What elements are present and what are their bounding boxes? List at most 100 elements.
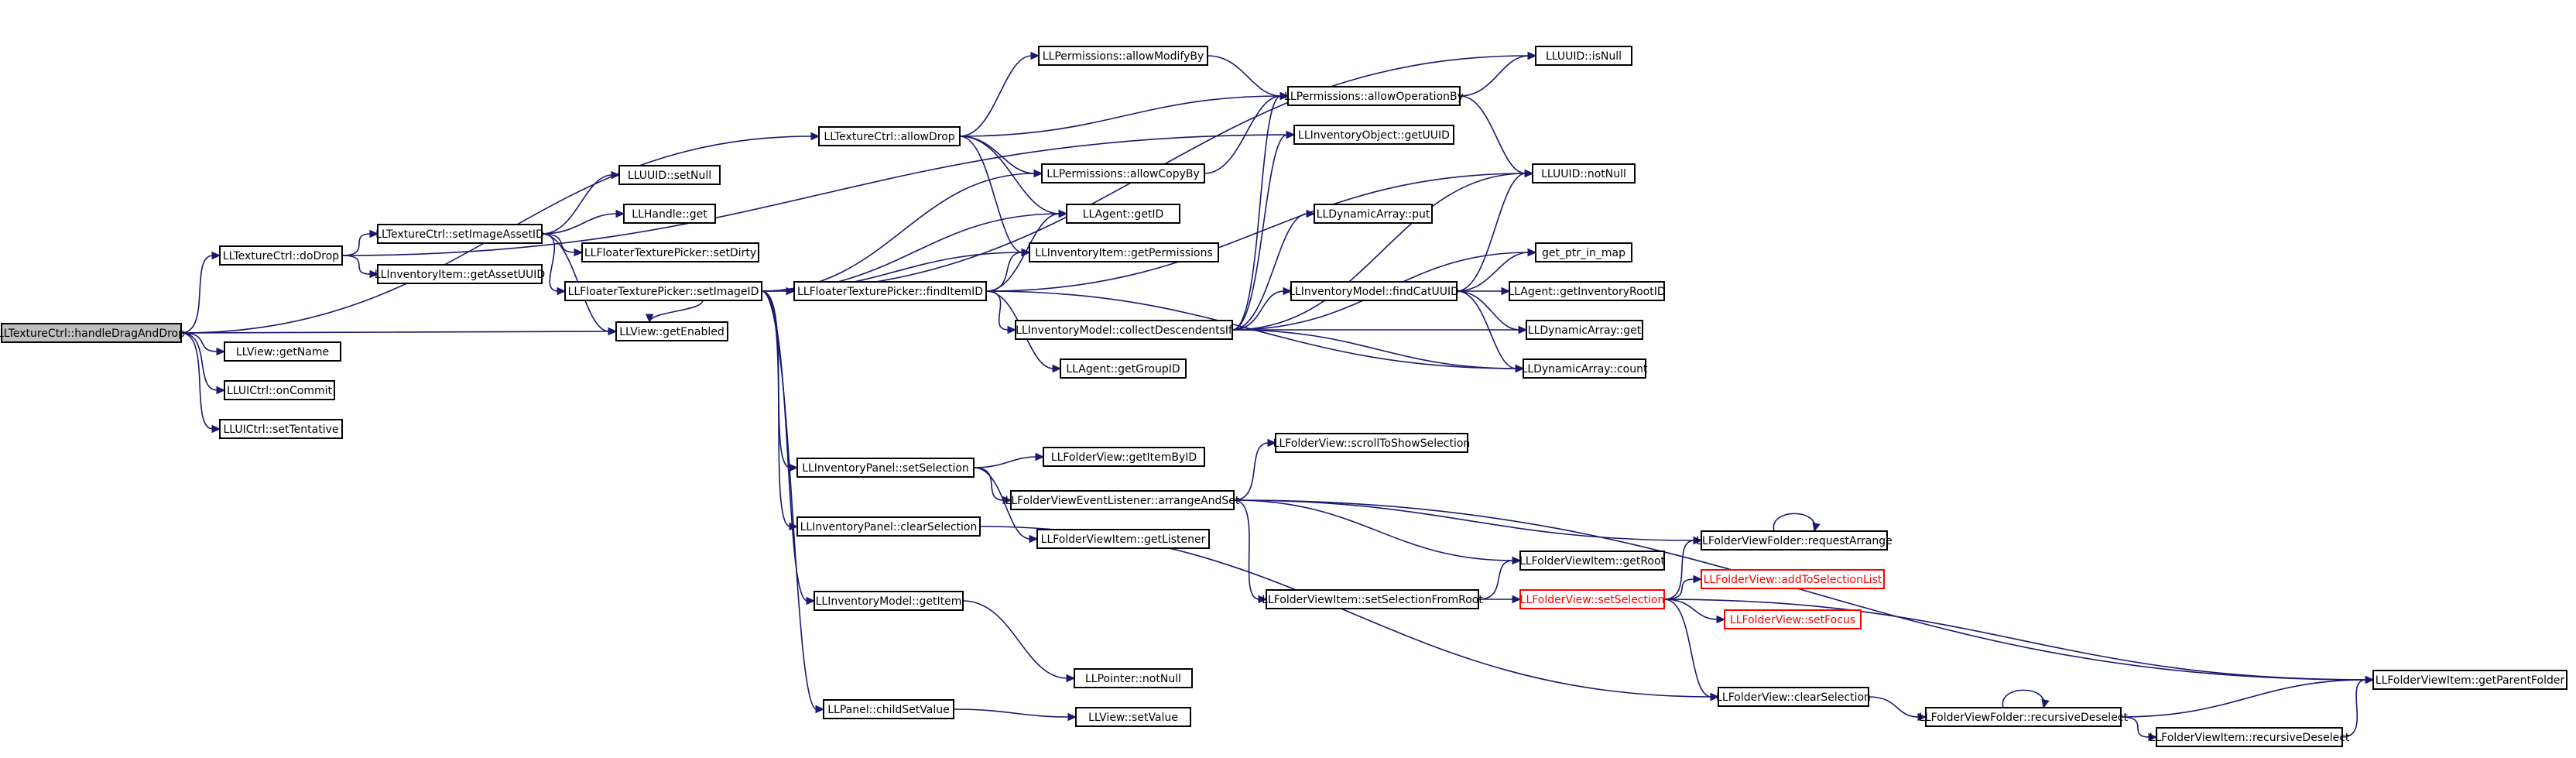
node-label: LLAgent::getInventoryRootID <box>1508 286 1665 298</box>
edge-allow-operation-by-to-not-null <box>1459 95 1534 178</box>
node-get-ptr-in-map[interactable]: get_ptr_in_map <box>1535 242 1632 262</box>
node-label: LLFolderViewItem::recursiveDeselect <box>2150 732 2350 744</box>
node-on-commit[interactable]: LLUICtrl::onCommit <box>224 380 335 400</box>
edge-find-item-id-to-get-permissions <box>985 248 1031 292</box>
node-scroll-to-show-selection[interactable]: LLFolderView::scrollToShowSelection <box>1273 433 1471 453</box>
edge-set-image-asset-id-to-set-dirty <box>541 233 584 257</box>
node-get-asset-uuid[interactable]: LLInventoryItem::getAssetUUID <box>375 264 545 284</box>
node-find-item-id[interactable]: LLFloaterTexturePicker::findItemID <box>793 281 987 301</box>
node-llhandle-get[interactable]: LLHandle::get <box>623 204 716 224</box>
node-get-listener[interactable]: LLFolderViewItem::getListener <box>1036 529 1210 549</box>
node-collect-descendents-if[interactable]: LLInventoryModel::collectDescendentsIf <box>1015 320 1233 340</box>
edge-line <box>1773 513 1816 532</box>
node-box <box>1287 86 1461 106</box>
node-box <box>1074 668 1193 688</box>
node-label: LLTextureCtrl::handleDragAndDrop <box>0 328 185 340</box>
edge-arrowhead <box>1058 209 1068 218</box>
node-find-cat-uuid[interactable]: LLInventoryModel::findCatUUID <box>1289 281 1459 301</box>
edge-arrowhead <box>1527 248 1537 257</box>
node-get-item-by-id[interactable]: LLFolderView::getItemByID <box>1043 447 1205 467</box>
edge-line <box>1868 696 1920 718</box>
node-fv-set-selection[interactable]: LLFolderView::setSelection <box>1519 589 1665 609</box>
node-is-null[interactable]: LLUUID::isNull <box>1535 46 1632 66</box>
node-item-recursive-deselect[interactable]: LLFolderViewItem::recursiveDeselect <box>2150 727 2350 747</box>
node-model-get-item[interactable]: LLInventoryModel::getItem <box>814 591 964 611</box>
node-box <box>2372 670 2567 690</box>
node-request-arrange[interactable]: LLFolderViewFolder::requestArrange <box>1696 530 1893 550</box>
node-get-enabled[interactable]: LLView::getEnabled <box>615 321 728 341</box>
edge-arrowhead <box>1716 615 1726 624</box>
node-dyn-get[interactable]: LLDynamicArray::get <box>1526 320 1643 340</box>
node-set-null[interactable]: LLUUID::setNull <box>618 165 721 185</box>
node-allow-drop[interactable]: LLTextureCtrl::allowDrop <box>818 126 961 146</box>
edge-arrowhead <box>1512 595 1522 604</box>
node-get-permissions[interactable]: LLInventoryItem::getPermissions <box>1029 242 1219 262</box>
edge-line <box>1204 95 1282 174</box>
node-box <box>1075 707 1191 727</box>
edge-arrowhead <box>211 251 221 260</box>
node-dyn-count[interactable]: LLDynamicArray::count <box>1522 358 1648 379</box>
node-box <box>1526 320 1643 340</box>
edge-arrowhead <box>1501 286 1511 296</box>
node-box <box>1266 589 1479 609</box>
edge-arrowhead <box>216 386 226 395</box>
node-dyn-put[interactable]: LLDynamicArray::put <box>1314 204 1433 224</box>
edge-arrowhead <box>1693 536 1703 545</box>
node-panel-set-selection[interactable]: LLInventoryPanel::setSelection <box>796 458 975 478</box>
node-set-tentative[interactable]: LLUICtrl::setTentative <box>219 419 343 439</box>
node-child-set-value[interactable]: LLPanel::childSetValue <box>823 699 954 719</box>
node-set-dirty[interactable]: LLFloaterTexturePicker::setDirty <box>581 242 759 262</box>
node-ptr-not-null[interactable]: LLPointer::notNull <box>1074 668 1193 688</box>
node-label: LLView::getEnabled <box>619 326 724 338</box>
node-do-drop[interactable]: LLTextureCtrl::doDrop <box>219 245 343 266</box>
node-set-image-id[interactable]: LLFloaterTexturePicker::setImageID <box>564 281 762 301</box>
node-handle-drag-and-drop[interactable]: LLTextureCtrl::handleDragAndDrop <box>0 323 185 343</box>
edge-arrowhead <box>1258 595 1268 604</box>
node-label: LLFolderView::setFocus <box>1730 614 1855 626</box>
node-box <box>1701 530 1888 550</box>
node-get-id[interactable]: LLAgent::getID <box>1066 204 1180 224</box>
node-allow-copy-by[interactable]: LLPermissions::allowCopyBy <box>1041 163 1205 183</box>
node-set-focus[interactable]: LLFolderView::setFocus <box>1724 609 1862 629</box>
node-label: LLInventoryPanel::clearSelection <box>800 521 978 533</box>
node-box <box>814 591 964 611</box>
node-inv-get-uuid[interactable]: LLInventoryObject::getUUID <box>1293 125 1454 145</box>
edge-arrowhead <box>2041 698 2050 709</box>
node-get-inventory-root-id[interactable]: LLAgent::getInventoryRootID <box>1508 281 1666 301</box>
edge-collect-descendents-if-to-find-cat-uuid <box>1231 286 1293 331</box>
node-get-name[interactable]: LLView::getName <box>224 341 341 362</box>
node-fv-clear-selection[interactable]: LLFolderView::clearSelection <box>1716 687 1871 707</box>
node-set-selection-from-root[interactable]: LLFolderViewItem::setSelectionFromRoot <box>1262 589 1483 609</box>
edge-line <box>2341 679 2367 738</box>
edge-handle-drag-and-drop-to-get-name <box>180 332 226 356</box>
edge-arrowhead <box>615 209 625 218</box>
node-allow-operation-by[interactable]: LLPermissions::allowOperationBy <box>1284 86 1464 106</box>
node-arrange-and-set[interactable]: LLFolderViewEventListener::arrangeAndSet <box>1005 490 1240 510</box>
edge-arrowhead <box>1283 286 1293 296</box>
edge-arrowhead <box>1518 325 1528 334</box>
node-panel-clear-selection[interactable]: LLInventoryPanel::clearSelection <box>796 516 981 537</box>
edge-arrowhead <box>806 596 816 605</box>
node-box <box>1038 46 1208 66</box>
node-get-group-id[interactable]: LLAgent::getGroupID <box>1060 358 1187 379</box>
edge-line <box>1663 599 1712 698</box>
edge-line <box>973 467 1005 501</box>
node-label: LLAgent::getID <box>1083 208 1164 221</box>
node-label: LLFolderView::setSelection <box>1520 594 1665 606</box>
node-view-set-value[interactable]: LLView::setValue <box>1075 707 1191 727</box>
edge-allow-operation-by-to-is-null <box>1459 51 1537 97</box>
node-get-parent-folder[interactable]: LLFolderViewItem::getParentFolder <box>2372 670 2567 690</box>
node-folder-recursive-deselect[interactable]: LLFolderViewFolder::recursiveDeselect <box>1919 707 2129 727</box>
node-not-null[interactable]: LLUUID::notNull <box>1532 163 1636 183</box>
edge-item-recursive-deselect-to-get-parent-folder <box>2341 675 2375 738</box>
edge-line <box>1207 55 1282 97</box>
node-allow-modify-by[interactable]: LLPermissions::allowModifyBy <box>1038 46 1208 66</box>
node-label: LLPanel::childSetValue <box>827 704 949 716</box>
node-set-image-asset-id[interactable]: LLTextureCtrl::setImageAssetID <box>375 224 544 244</box>
edge-line <box>1233 499 1514 561</box>
node-fv-get-root[interactable]: LLFolderViewItem::getRoot <box>1519 550 1666 571</box>
node-label: get_ptr_in_map <box>1542 247 1625 259</box>
edge-line <box>649 300 704 323</box>
node-add-to-selection-list[interactable]: LLFolderView::addToSelectionList <box>1701 569 1885 589</box>
node-box <box>1718 687 1869 707</box>
